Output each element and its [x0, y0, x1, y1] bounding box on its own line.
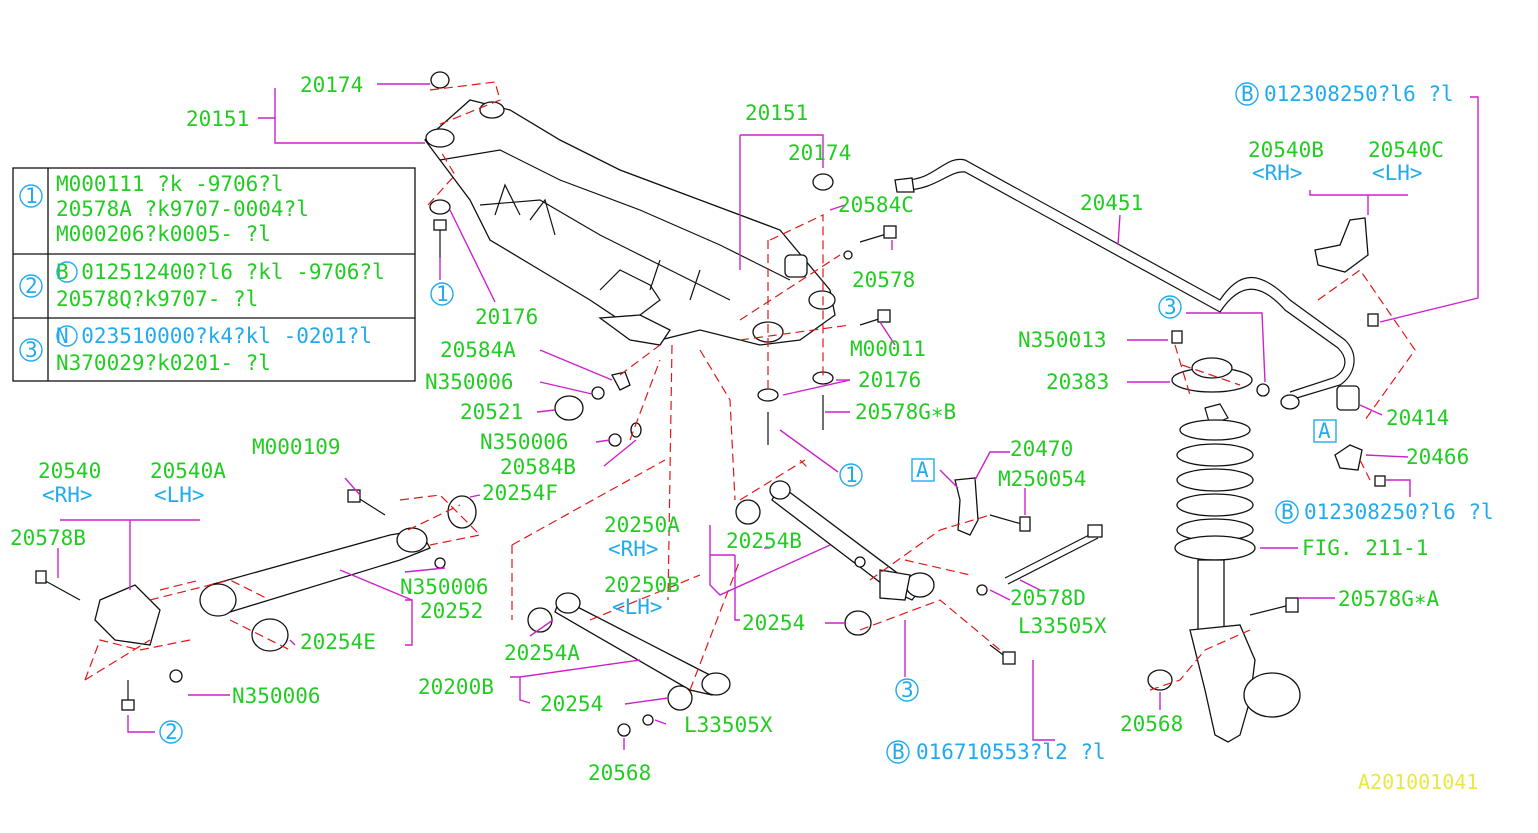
label-20414: 20414	[1386, 406, 1449, 430]
marker-a-right: A	[1318, 419, 1331, 443]
label-20254-mid: 20254	[742, 611, 805, 635]
label-b012308250-top: 012308250?l6 ?l	[1264, 82, 1454, 106]
callouts: 1 1 2 3 3 A A B B B	[56, 82, 1337, 764]
label-n350013: N350013	[1018, 328, 1107, 352]
marker-a-left: A	[916, 458, 929, 482]
legend-marker-2: 2	[25, 274, 38, 298]
label-20383: 20383	[1046, 370, 1109, 394]
legend-row3-line2: N370029?k0201- ?l	[56, 351, 271, 375]
callout-1a: 1	[436, 282, 449, 306]
label-rh-top: <RH>	[1252, 161, 1303, 185]
label-20176-right: 20176	[858, 368, 921, 392]
leader-lines	[57, 83, 1479, 750]
legend-row1-line1: M000111 ?k -9706?l	[56, 172, 284, 196]
label-20584b: 20584B	[500, 455, 576, 479]
crossmember-hardware	[429, 71, 897, 447]
label-20200b: 20200B	[418, 675, 494, 699]
bolt-symbol-b3: B	[892, 740, 905, 764]
label-20521: 20521	[460, 400, 523, 424]
label-rh-left: <RH>	[42, 483, 93, 507]
label-fig-211-1: FIG. 211-1	[1302, 536, 1428, 560]
label-20174-top: 20174	[300, 73, 363, 97]
label-20254f: 20254F	[482, 481, 558, 505]
part-labels: 20174 20151 20151 20174 20584C 20578 201…	[10, 73, 1494, 794]
label-20451: 20451	[1080, 191, 1143, 215]
label-lh-top: <LH>	[1372, 161, 1423, 185]
label-20568-right: 20568	[1120, 712, 1183, 736]
label-20470: 20470	[1010, 437, 1073, 461]
label-20578b: 20578B	[10, 526, 86, 550]
label-lh-mid: <LH>	[612, 595, 663, 619]
label-20584c: 20584C	[838, 193, 914, 217]
legend-table: 1 2 3 M000111 ?k -9706?l 20578A ?k9707-0…	[12, 167, 416, 382]
label-l33505x-right: L33505X	[1018, 614, 1107, 638]
label-rh-mid: <RH>	[608, 537, 659, 561]
phantom-guide-lines	[84, 81, 1416, 691]
label-20151-right: 20151	[745, 101, 808, 125]
label-b012308250-bottom: 012308250?l6 ?l	[1304, 500, 1494, 524]
label-20176-left: 20176	[475, 305, 538, 329]
label-20174-right: 20174	[788, 141, 851, 165]
legend-marker-3: 3	[25, 338, 38, 362]
lower-arms	[35, 477, 1103, 737]
callout-1b: 1	[845, 463, 858, 487]
label-20254-low: 20254	[540, 692, 603, 716]
label-20584a: 20584A	[440, 338, 516, 362]
label-l33505x-left: L33505X	[684, 713, 773, 737]
strut-assembly	[1147, 330, 1301, 743]
label-20578g-b: 20578G∗B	[855, 400, 956, 424]
label-20250a: 20250A	[604, 513, 680, 537]
bolt-symbol-b1: B	[1241, 82, 1254, 106]
bolt-symbol-b2: B	[1281, 500, 1294, 524]
legend-row2-line1: B 012512400?l6 ?kl -9706?l	[56, 260, 385, 284]
legend-row3-line1: N 023510000?k4?kl -0201?l	[56, 324, 372, 348]
label-20568-left: 20568	[588, 761, 651, 785]
legend-marker-1: 1	[25, 184, 38, 208]
legend-row1-line3: M000206?k0005- ?l	[56, 222, 271, 246]
label-20540a: 20540A	[150, 459, 226, 483]
label-20540: 20540	[38, 459, 101, 483]
legend-row1-line2: 20578A ?k9707-0004?l	[56, 197, 309, 221]
label-n350006-4: N350006	[232, 684, 321, 708]
legend-row2-line2: 20578Q?k9707- ?l	[56, 287, 258, 311]
label-20540c: 20540C	[1368, 138, 1444, 162]
label-20466: 20466	[1406, 445, 1469, 469]
callout-2: 2	[165, 720, 178, 744]
label-20578: 20578	[852, 268, 915, 292]
label-n350006-3: N350006	[400, 575, 489, 599]
label-lh-left: <LH>	[154, 483, 205, 507]
label-20151-left: 20151	[186, 107, 249, 131]
label-n350006-2: N350006	[480, 430, 569, 454]
label-20254e: 20254E	[300, 630, 376, 654]
callout-3a: 3	[1164, 295, 1177, 319]
reference-code: A201001041	[1358, 770, 1478, 794]
label-20254a: 20254A	[504, 641, 580, 665]
label-20578d: 20578D	[1010, 586, 1086, 610]
label-m00011: M00011	[850, 337, 926, 361]
label-20540b: 20540B	[1248, 138, 1324, 162]
label-m000109: M000109	[252, 435, 341, 459]
label-n350006-1: N350006	[425, 370, 514, 394]
callout-3b: 3	[901, 678, 914, 702]
label-20578g-a: 20578G∗A	[1338, 587, 1440, 611]
label-b016710553: 016710553?l2 ?l	[916, 740, 1106, 764]
label-m250054: M250054	[998, 467, 1087, 491]
label-20252: 20252	[420, 599, 483, 623]
label-20250b: 20250B	[604, 573, 680, 597]
label-20254b: 20254B	[726, 529, 802, 553]
